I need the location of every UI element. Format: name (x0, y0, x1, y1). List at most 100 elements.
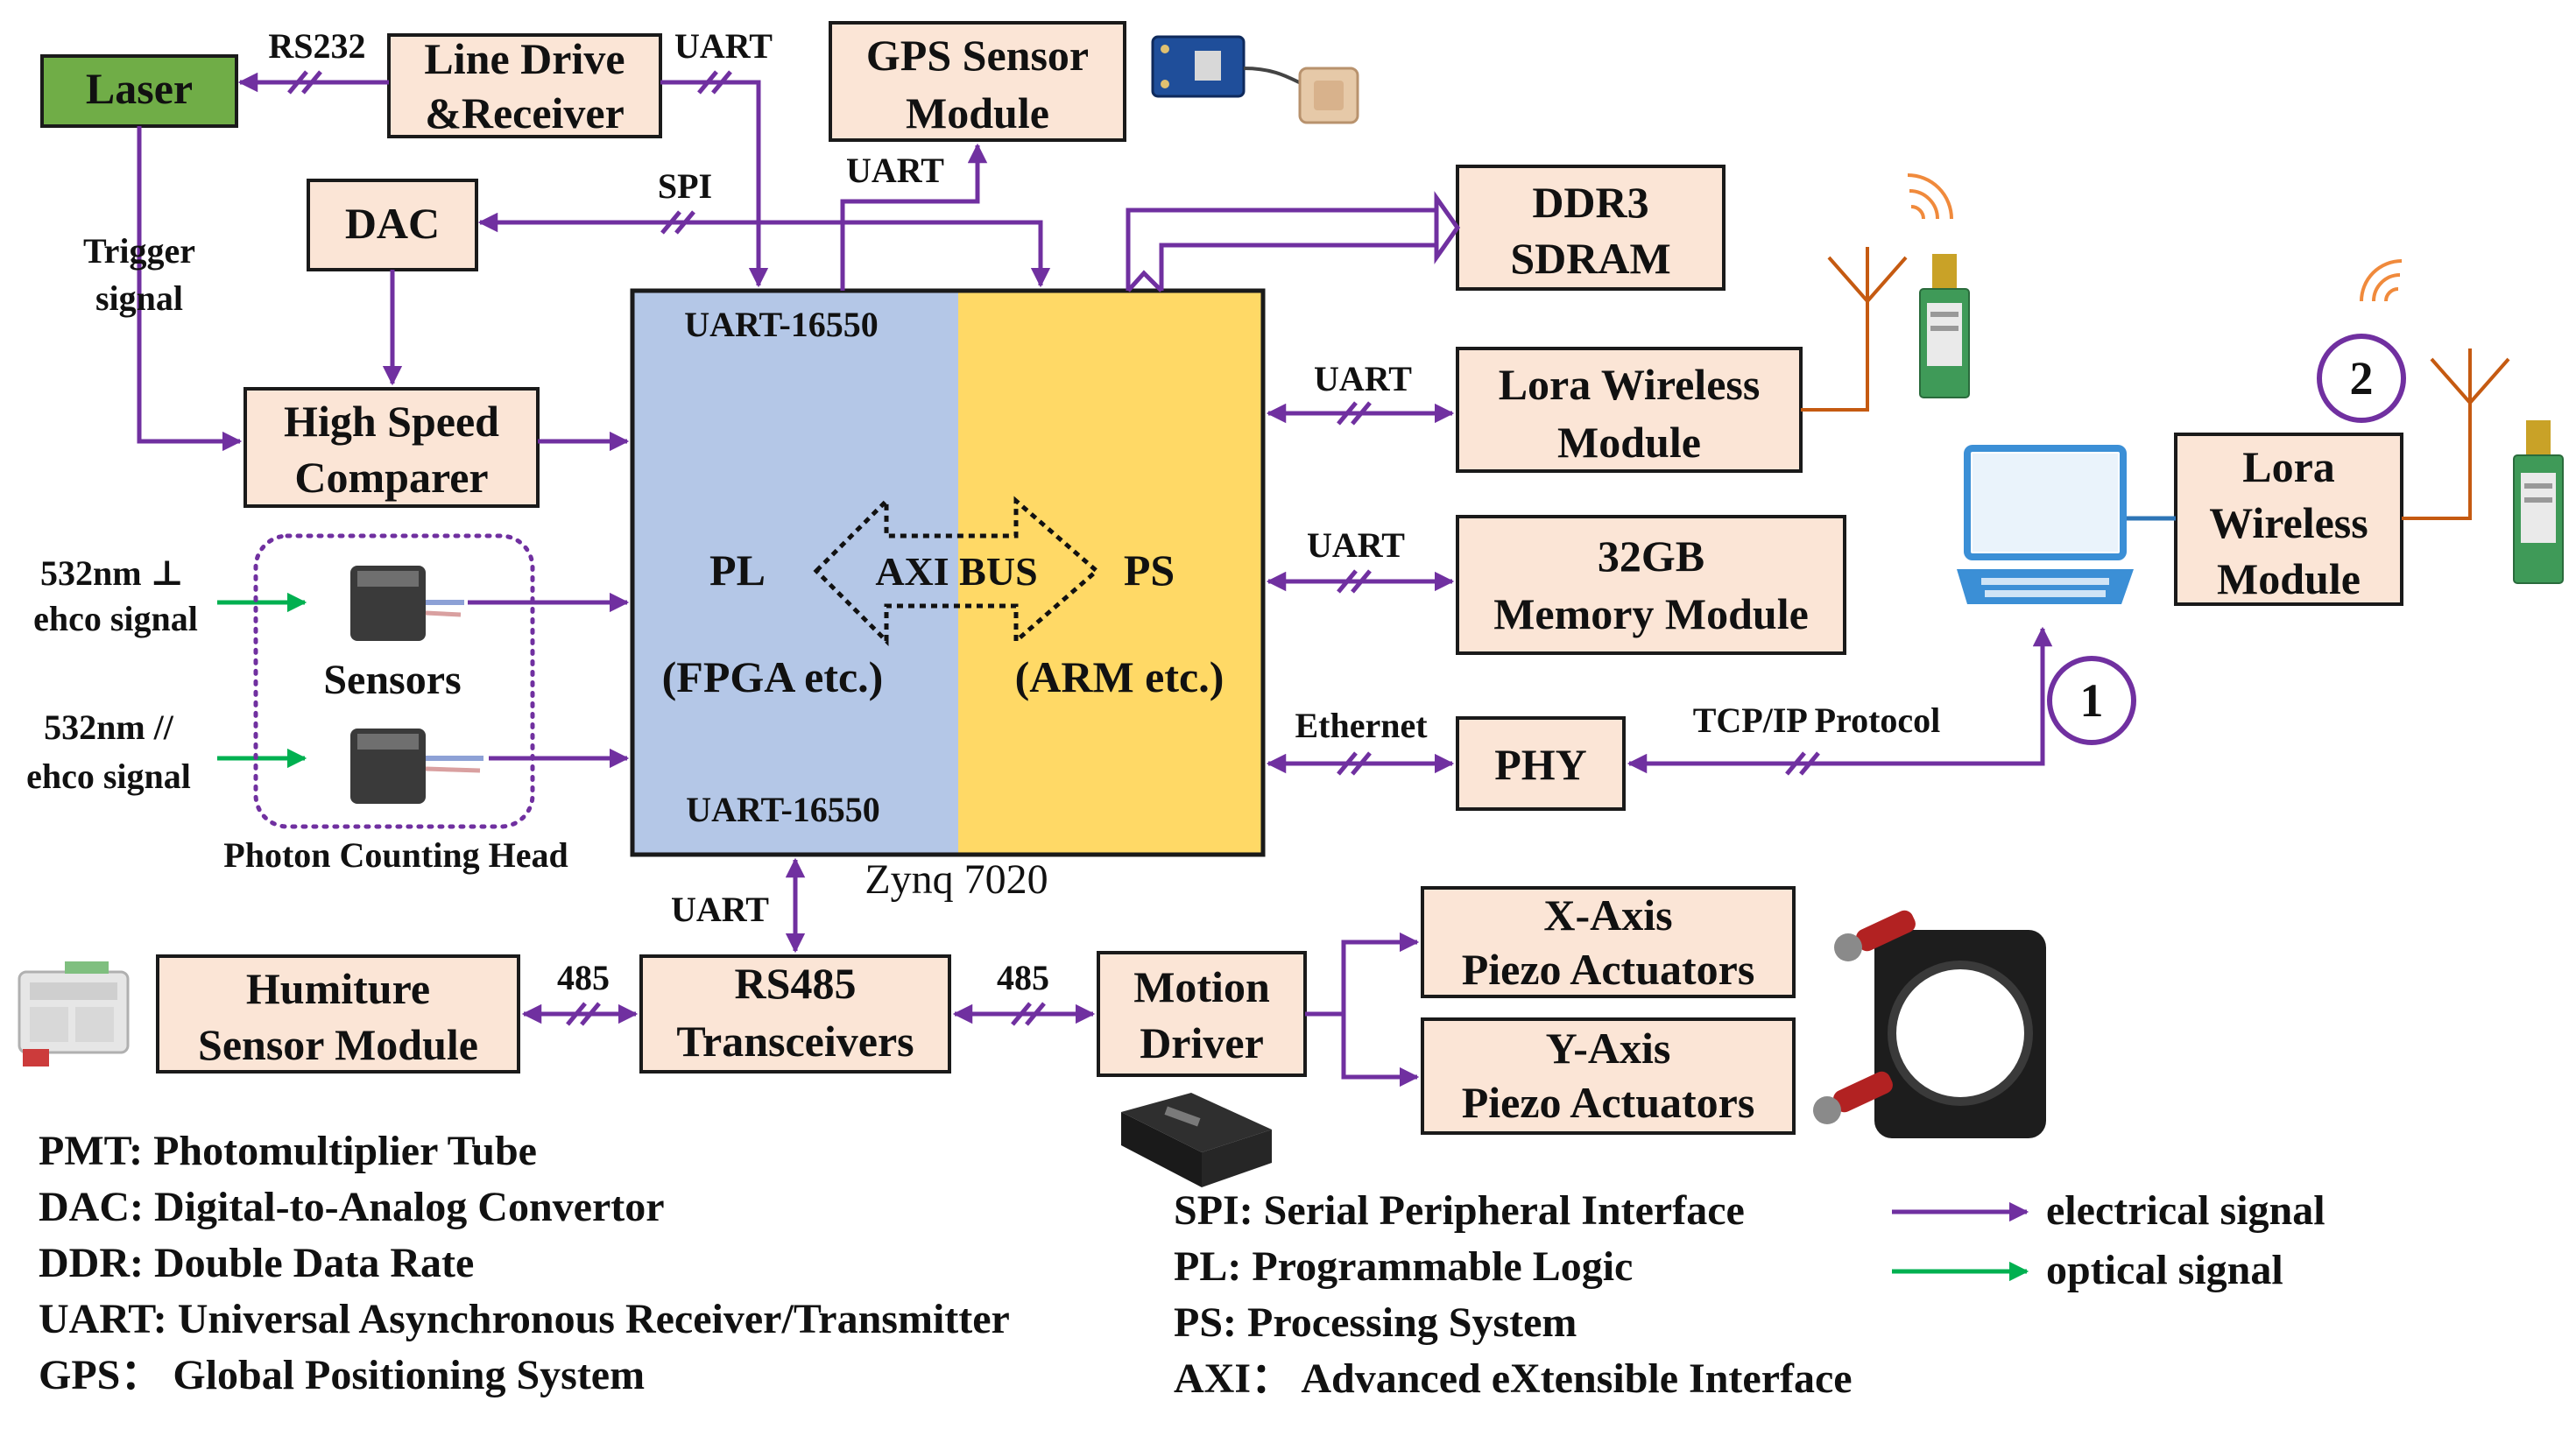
svg-text:Module: Module (2217, 554, 2361, 603)
ddr3-block: DDR3 SDRAM (1456, 165, 1726, 291)
legend-left-2: DDR: Double Data Rate (39, 1240, 474, 1286)
uart-memory-label: UART (1307, 525, 1405, 565)
bus-485-left-label: 485 (557, 958, 610, 997)
svg-text:Sensor Module: Sensor Module (198, 1020, 478, 1069)
high-speed-comparer-block: High Speed Comparer (243, 387, 540, 508)
humiture-sensor-icon (18, 961, 130, 1066)
gps-antenna-icon (1151, 35, 1359, 124)
uart-lora-label: UART (1314, 359, 1412, 398)
computer-icon (1957, 445, 2134, 604)
svg-text:Piezo Actuators: Piezo Actuators (1462, 1078, 1755, 1127)
pl-region (632, 291, 958, 855)
signal-labels: RS232 UART SPI UART UART UART Ethernet T… (26, 26, 1940, 997)
svg-text:Y-Axis: Y-Axis (1546, 1024, 1671, 1073)
badge-2: 2 (2317, 334, 2406, 423)
y-axis-block: Y-Axis Piezo Actuators (1421, 1017, 1796, 1135)
svg-text:Module: Module (1557, 418, 1701, 467)
svg-text:Driver: Driver (1140, 1018, 1264, 1067)
rs232-label: RS232 (268, 26, 365, 66)
motion-driver-block: Motion Driver (1097, 951, 1307, 1077)
photon-sensor-icon (350, 729, 483, 804)
memory-module-block: 32GB Memory Module (1456, 515, 1846, 655)
svg-text:Module: Module (906, 88, 1049, 137)
lora-module-icon (1919, 254, 1970, 398)
rs485-block: RS485 Transceivers (639, 954, 951, 1074)
legend-left: PMT: Photomultiplier Tube DAC: Digital-t… (39, 1128, 1010, 1398)
uart-rs485-label: UART (671, 890, 769, 929)
legend-right-1: PL: Programmable Logic (1174, 1243, 1633, 1290)
wifi-signal-icon (2360, 259, 2403, 302)
svg-text:Lora Wireless: Lora Wireless (1499, 360, 1761, 409)
svg-text:X-Axis: X-Axis (1543, 890, 1672, 940)
motion-driver-icon (1121, 1093, 1272, 1187)
lora-module-icon (2513, 420, 2564, 584)
badge-1: 1 (2047, 656, 2136, 745)
uart-16550-top-label: UART-16550 (684, 305, 879, 344)
legend-electrical: electrical signal (2046, 1187, 2325, 1234)
legend-left-1: DAC: Digital-to-Analog Convertor (39, 1184, 665, 1230)
svg-text:Wireless: Wireless (2209, 498, 2368, 547)
legend-right-3: AXI： Advanced eXtensible Interface (1174, 1355, 1853, 1402)
line-drive-block: Line Drive &Receiver (387, 33, 662, 138)
laser-label: Laser (86, 64, 193, 113)
phy-block: PHY (1456, 716, 1626, 811)
svg-text:DAC: DAC (345, 199, 440, 248)
axi-bus-label: AXI BUS (875, 549, 1037, 594)
svg-text:RS485: RS485 (735, 959, 857, 1008)
zynq-block: UART-16550 UART-16550 PL (FPGA etc.) PS … (630, 288, 1266, 903)
sensors-label: Sensors (323, 657, 461, 703)
svg-text:High Speed: High Speed (284, 397, 499, 446)
uart-gps-label: UART (846, 151, 944, 190)
svg-text:GPS Sensor: GPS Sensor (866, 31, 1089, 80)
ps-label: PS (1124, 546, 1175, 595)
svg-text:Transceivers: Transceivers (676, 1017, 914, 1066)
bus-485-right-label: 485 (997, 958, 1049, 997)
legend-left-4: GPS： Global Positioning System (39, 1352, 645, 1398)
ps-region (958, 291, 1263, 855)
trigger-label-line2: signal (95, 278, 183, 318)
ps-sub-label: (ARM etc.) (1015, 652, 1224, 701)
gps-block: GPS Sensor Module (829, 21, 1126, 142)
svg-text:Memory Module: Memory Module (1493, 589, 1809, 638)
uart-16550-bottom-label: UART-16550 (686, 790, 880, 829)
echo-par-line1: 532nm // (44, 707, 174, 747)
svg-text:PHY: PHY (1494, 740, 1587, 789)
wifi-signal-icon (1907, 173, 1953, 220)
svg-text:Humiture: Humiture (246, 964, 430, 1013)
axi-bus-arrow (813, 495, 1100, 647)
svg-text:Lora: Lora (2242, 442, 2335, 491)
lora-module-block-1: Lora Wireless Module (1456, 347, 1803, 473)
piezo-mount-icon (1813, 910, 2046, 1138)
legend-optical: optical signal (2046, 1247, 2283, 1293)
echo-perp-line1: 532nm ⊥ (40, 553, 184, 593)
svg-text:&Receiver: &Receiver (425, 88, 625, 137)
legend-right: SPI: Serial Peripheral Interface PL: Pro… (1174, 1187, 1853, 1402)
svg-text:SDRAM: SDRAM (1510, 234, 1670, 283)
pl-sub-label: (FPGA etc.) (662, 652, 884, 701)
uart-line-drive-label: UART (674, 26, 773, 66)
photon-sensor-icon (350, 566, 464, 641)
svg-text:DDR3: DDR3 (1532, 178, 1648, 227)
tcpip-label: TCP/IP Protocol (1693, 700, 1941, 740)
zynq-caption: Zynq 7020 (865, 856, 1048, 903)
svg-text:Comparer: Comparer (294, 453, 488, 502)
dac-block: DAC (307, 179, 478, 271)
x-axis-block: X-Axis Piezo Actuators (1421, 886, 1796, 998)
legend-left-3: UART: Universal Asynchronous Receiver/Tr… (39, 1296, 1010, 1342)
pl-label: PL (709, 546, 766, 595)
laser-block: Laser (40, 54, 238, 128)
connections (137, 70, 2510, 1088)
humiture-block: Humiture Sensor Module (156, 954, 520, 1074)
legend-right-0: SPI: Serial Peripheral Interface (1174, 1187, 1745, 1234)
legend-right-2: PS: Processing System (1174, 1299, 1577, 1346)
trigger-label-line1: Trigger (83, 231, 195, 271)
badge-1-label: 1 (2080, 674, 2104, 727)
badge-2-label: 2 (2350, 352, 2374, 405)
lora-module-block-2: Lora Wireless Module (2174, 433, 2403, 606)
photon-counting-head-label: Photon Counting Head (223, 835, 568, 875)
echo-perp-line2: ehco signal (33, 599, 198, 638)
legend-left-0: PMT: Photomultiplier Tube (39, 1128, 537, 1174)
arrow-legend: electrical signal optical signal (1892, 1187, 2325, 1293)
svg-text:Piezo Actuators: Piezo Actuators (1462, 945, 1755, 994)
